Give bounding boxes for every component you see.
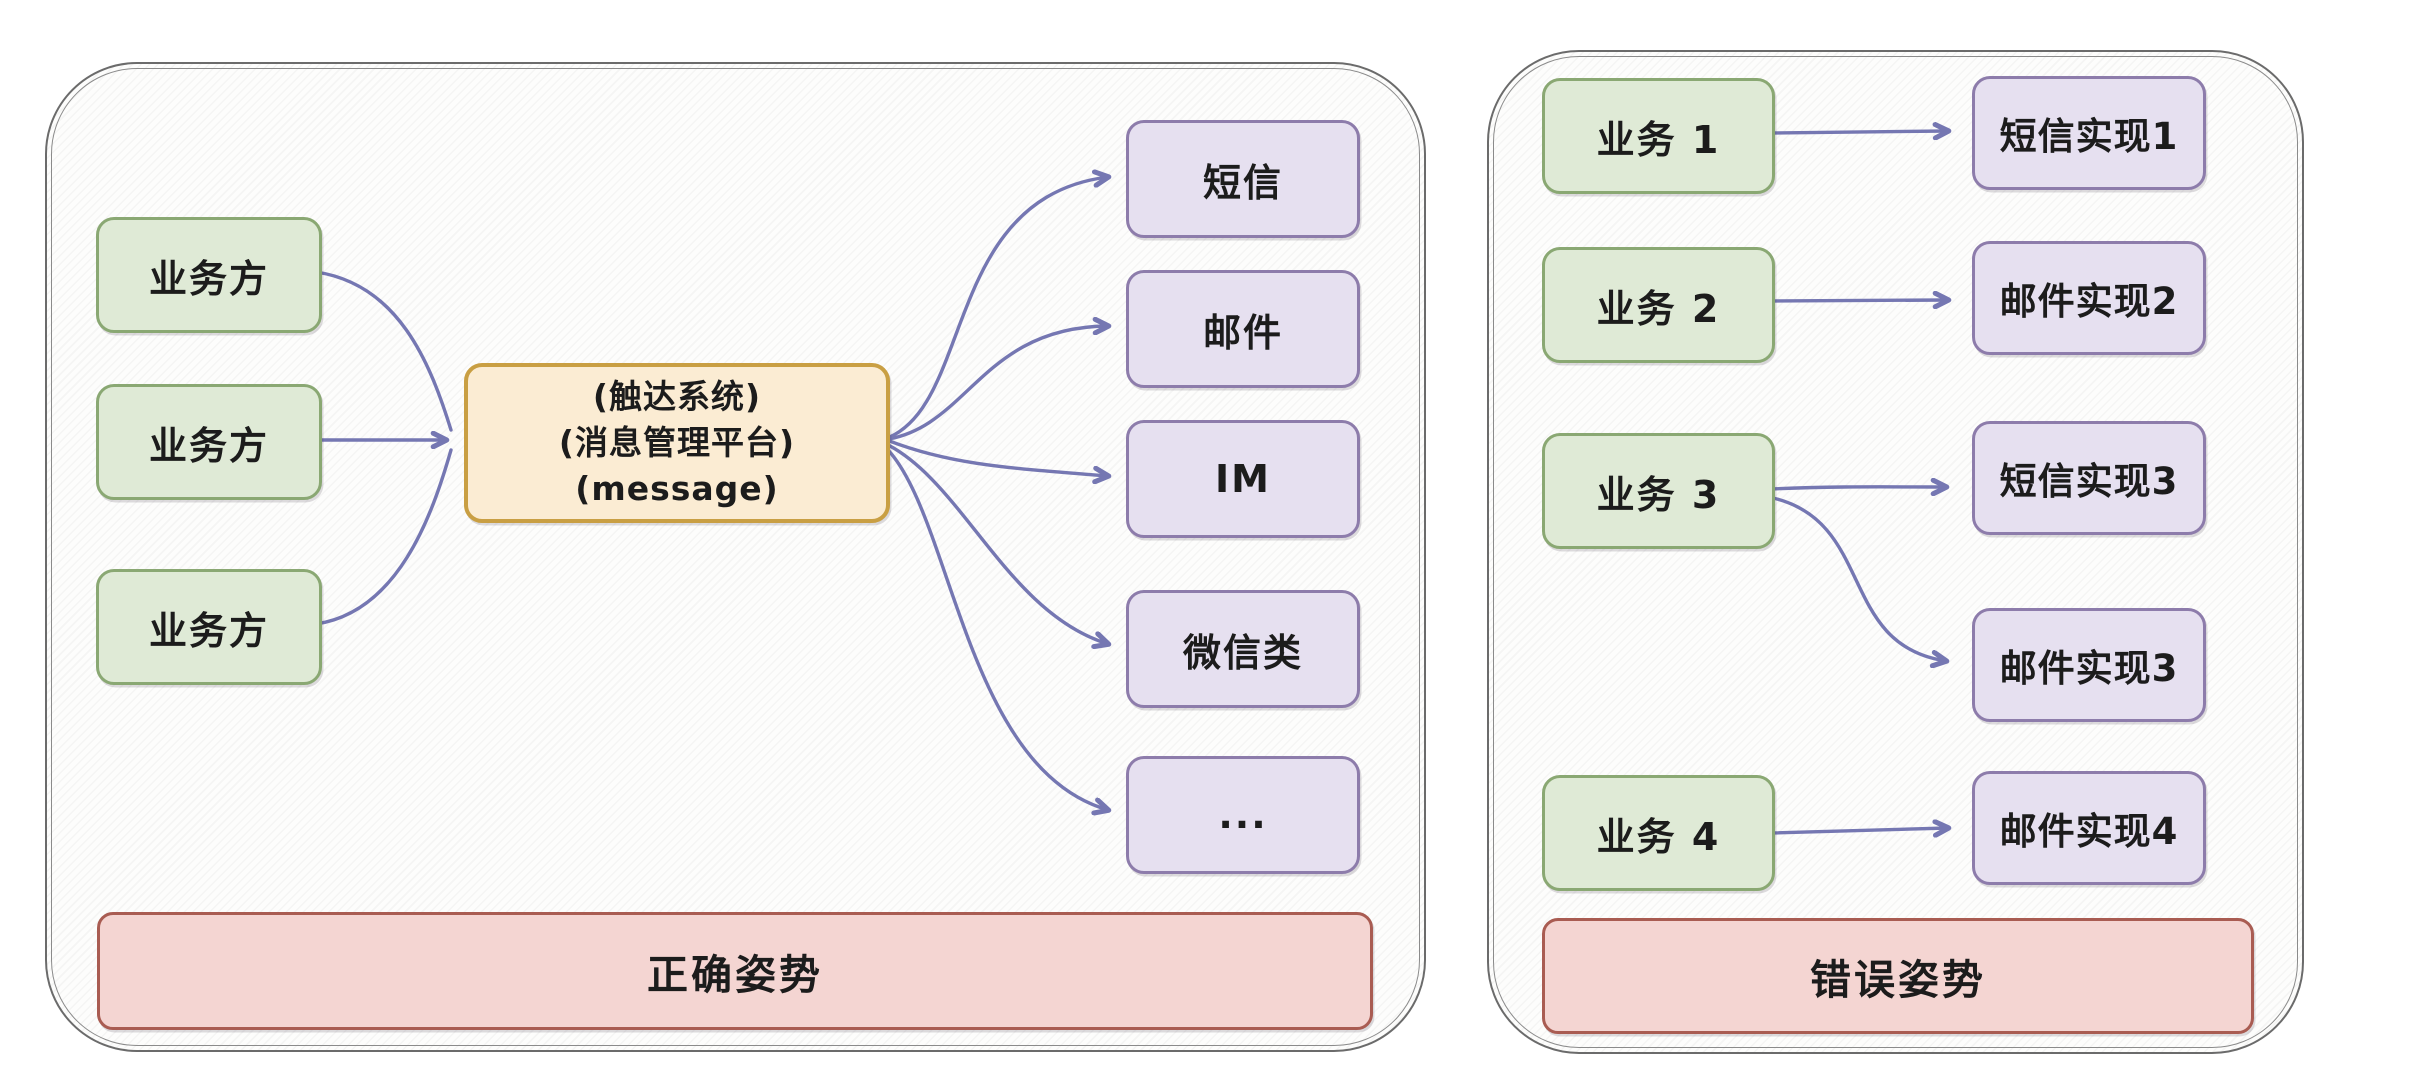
service-box-4-label: 业务 4 (1596, 814, 1721, 859)
channel-box-email: 邮件 (1126, 270, 1360, 388)
impl-box-sms-3: 短信实现3 (1972, 421, 2206, 535)
right-panel-wrong-architecture (1487, 50, 2304, 1054)
service-box-2-label: 业务 2 (1596, 286, 1721, 331)
impl-box-email-3: 邮件实现3 (1972, 608, 2206, 722)
impl-box-email-4-label: 邮件实现4 (1999, 810, 2179, 853)
right-caption-bar: 错误姿势 (1542, 918, 2254, 1034)
impl-box-email-4: 邮件实现4 (1972, 771, 2206, 885)
impl-box-sms-1: 短信实现1 (1972, 76, 2206, 190)
channel-box-im: IM (1126, 420, 1360, 538)
right-caption-label: 错误姿势 (1810, 956, 1986, 1004)
left-caption-label: 正确姿势 (647, 951, 823, 999)
source-box-3-label: 业务方 (148, 608, 269, 653)
impl-box-email-2-label: 邮件实现2 (1999, 280, 2179, 323)
service-box-4: 业务 4 (1542, 775, 1775, 891)
service-box-1: 业务 1 (1542, 78, 1775, 194)
channel-box-im-label: IM (1215, 457, 1271, 501)
channel-box-email-label: 邮件 (1202, 310, 1283, 355)
impl-box-email-2: 邮件实现2 (1972, 241, 2206, 355)
source-box-1: 业务方 (96, 217, 322, 333)
service-box-3: 业务 3 (1542, 433, 1775, 549)
source-box-2-label: 业务方 (148, 423, 269, 468)
service-box-3-label: 业务 3 (1596, 472, 1721, 517)
message-hub-line-3: (message) (575, 469, 779, 509)
impl-box-sms-1-label: 短信实现1 (1999, 115, 2179, 158)
impl-box-sms-3-label: 短信实现3 (1999, 460, 2179, 503)
service-box-1-label: 业务 1 (1596, 117, 1721, 162)
source-box-1-label: 业务方 (148, 256, 269, 301)
service-box-2: 业务 2 (1542, 247, 1775, 363)
channel-box-wechat: 微信类 (1126, 590, 1360, 708)
channel-box-sms: 短信 (1126, 120, 1360, 238)
message-hub-box: (触达系统) (消息管理平台) (message) (464, 363, 890, 523)
source-box-3: 业务方 (96, 569, 322, 685)
impl-box-email-3-label: 邮件实现3 (1999, 647, 2179, 690)
channel-box-more-label: ... (1218, 793, 1268, 837)
message-hub-line-1: (触达系统) (592, 376, 762, 416)
left-caption-bar: 正确姿势 (97, 912, 1373, 1030)
channel-box-more: ... (1126, 756, 1360, 874)
source-box-2: 业务方 (96, 384, 322, 500)
message-hub-line-2: (消息管理平台) (558, 422, 796, 462)
channel-box-wechat-label: 微信类 (1182, 630, 1303, 675)
channel-box-sms-label: 短信 (1202, 160, 1283, 205)
